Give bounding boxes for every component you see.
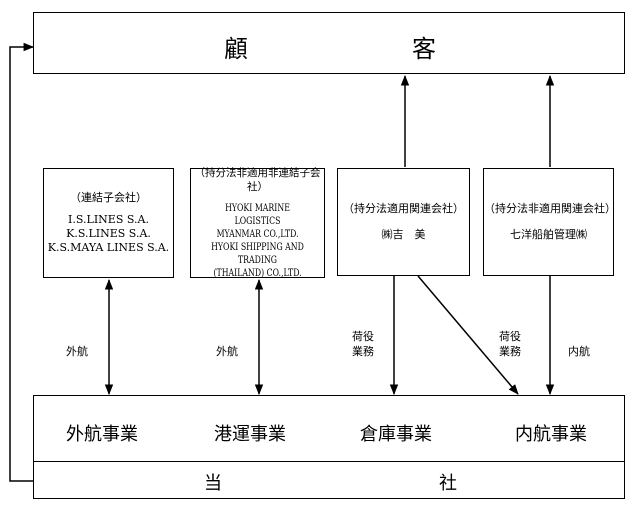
customers-label-left: 顧 — [224, 35, 248, 63]
link-label-gaiko-1: 外航 — [66, 345, 88, 358]
entity-line: I.S.LINES S.A. — [68, 213, 149, 226]
consolidated-title: （連結子会社） — [70, 191, 147, 204]
business-koun: 港運事業 — [214, 424, 286, 445]
entity-line: K.S.MAYA LINES S.A. — [47, 241, 170, 254]
feedback-line — [9, 42, 35, 482]
link-label-niyaku-1: 荷役 業務 — [352, 330, 374, 358]
entity-line: (THAILAND) CO.,LTD. — [213, 268, 302, 279]
link-label-naiko: 内航 — [568, 345, 590, 358]
nonconsolidated-subsidiaries-box: （持分法非適用非連結子会社） HYOKI MARINE LOGISTICS MY… — [190, 167, 325, 279]
company-box: 当 社 — [33, 461, 625, 499]
company-label-right: 社 — [439, 473, 457, 494]
entity-line: 七洋船舶管理㈱ — [510, 228, 587, 241]
business-gaiko: 外航事業 — [66, 424, 138, 445]
non-equity-affiliate-box: （持分法非適用関連会社） 七洋船舶管理㈱ — [483, 168, 616, 276]
entity-line: HYOKI SHIPPING AND TRADING — [211, 242, 304, 266]
entity-line: ㈱吉 美 — [381, 228, 426, 241]
customers-label-right: 客 — [412, 35, 436, 63]
business-soko: 倉庫事業 — [360, 424, 432, 445]
customers-box: 顧 客 — [33, 12, 625, 74]
consolidated-subsidiaries-box: （連結子会社） I.S.LINES S.A. K.S.LINES S.A. K.… — [43, 168, 174, 278]
equity-affiliate-title: （持分法適用関連会社） — [343, 202, 464, 215]
entity-line: MYANMAR CO.,LTD. — [216, 229, 299, 240]
company-label-left: 当 — [204, 473, 222, 494]
non-equity-affiliate-title: （持分法非適用関連会社） — [484, 202, 616, 215]
entity-line: K.S.LINES S.A. — [66, 227, 151, 240]
business-segments-box: 外航事業 港運事業 倉庫事業 内航事業 — [33, 395, 625, 463]
equity-method-affiliate-box: （持分法適用関連会社） ㈱吉 美 — [337, 168, 470, 276]
business-naiko: 内航事業 — [515, 424, 587, 445]
nonconsolidated-title: （持分法非適用非連結子会社） — [194, 167, 321, 193]
link-label-gaiko-2: 外航 — [216, 345, 238, 358]
entity-line: HYOKI MARINE LOGISTICS — [225, 203, 290, 227]
link-label-niyaku-2: 荷役 業務 — [499, 330, 521, 358]
